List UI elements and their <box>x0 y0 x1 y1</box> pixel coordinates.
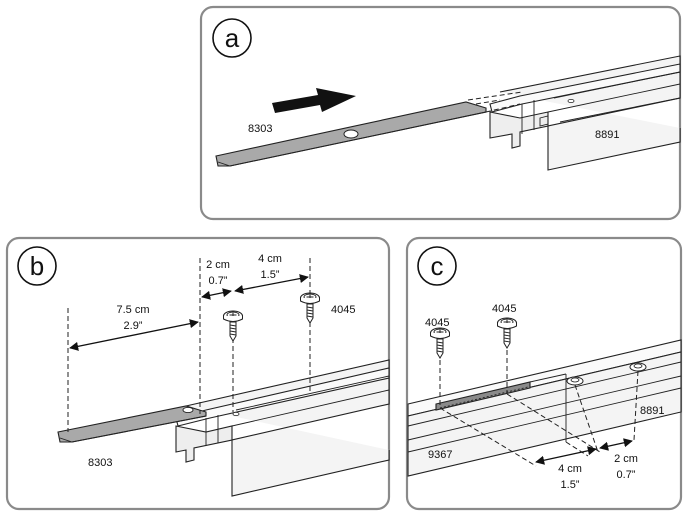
dim-label-4cm: 4 cm <box>258 253 282 265</box>
dim-label-4cm-c: 4 cm <box>558 463 582 475</box>
dimension-arrow-4cm <box>234 274 309 294</box>
step-b-badge <box>17 246 57 286</box>
dimension-arrow-7-5cm <box>69 319 199 351</box>
screw-code-label-b: 4045 <box>331 304 355 316</box>
step-c-badge <box>417 246 457 286</box>
step-c-label: c <box>431 251 444 281</box>
plate-code-label-a: 8303 <box>248 123 272 135</box>
right-rail-code-label-c: 8891 <box>640 405 664 417</box>
dim-label-7-5cm: 7.5 cm <box>116 304 149 316</box>
step-b-label: b <box>30 251 44 281</box>
rail-code-label-a: 8891 <box>595 129 619 141</box>
screw2-code-label-c: 4045 <box>492 303 516 315</box>
plate-code-label-b: 8303 <box>88 457 112 469</box>
plate-hole-a <box>343 129 359 139</box>
dimension-arrow-2cm <box>201 288 232 300</box>
joined-rails-c <box>407 339 682 477</box>
rail-b <box>175 359 390 497</box>
dim-label-1-5in-c: 1.5” <box>561 479 580 491</box>
panel-b: b 7.5 cm 2.9” 2 cm 0.7” 4 cm 1.5” <box>5 236 391 511</box>
dim-label-0-7in: 0.7” <box>209 275 228 287</box>
dimension-arrow-2cm-c <box>599 438 633 451</box>
rail-8891-a <box>489 55 681 171</box>
panel-a: a 8303 8891 <box>199 5 682 221</box>
dim-label-2cm-c: 2 cm <box>614 453 638 465</box>
dim-label-2cm: 2 cm <box>206 259 230 271</box>
dimension-arrow-4cm-c <box>535 446 597 465</box>
step-a-badge <box>212 18 252 58</box>
dim-label-0-7in-c: 0.7” <box>617 469 636 481</box>
dim-label-1-5in: 1.5” <box>261 269 280 281</box>
step-a-label: a <box>225 23 240 53</box>
right-arrow-icon <box>272 88 356 113</box>
screw1-code-label-c: 4045 <box>425 317 449 329</box>
panel-c: c 4045 4045 9367 88 <box>405 236 683 511</box>
left-rail-code-label-c: 9367 <box>428 449 452 461</box>
dim-label-2-9in: 2.9” <box>124 320 143 332</box>
